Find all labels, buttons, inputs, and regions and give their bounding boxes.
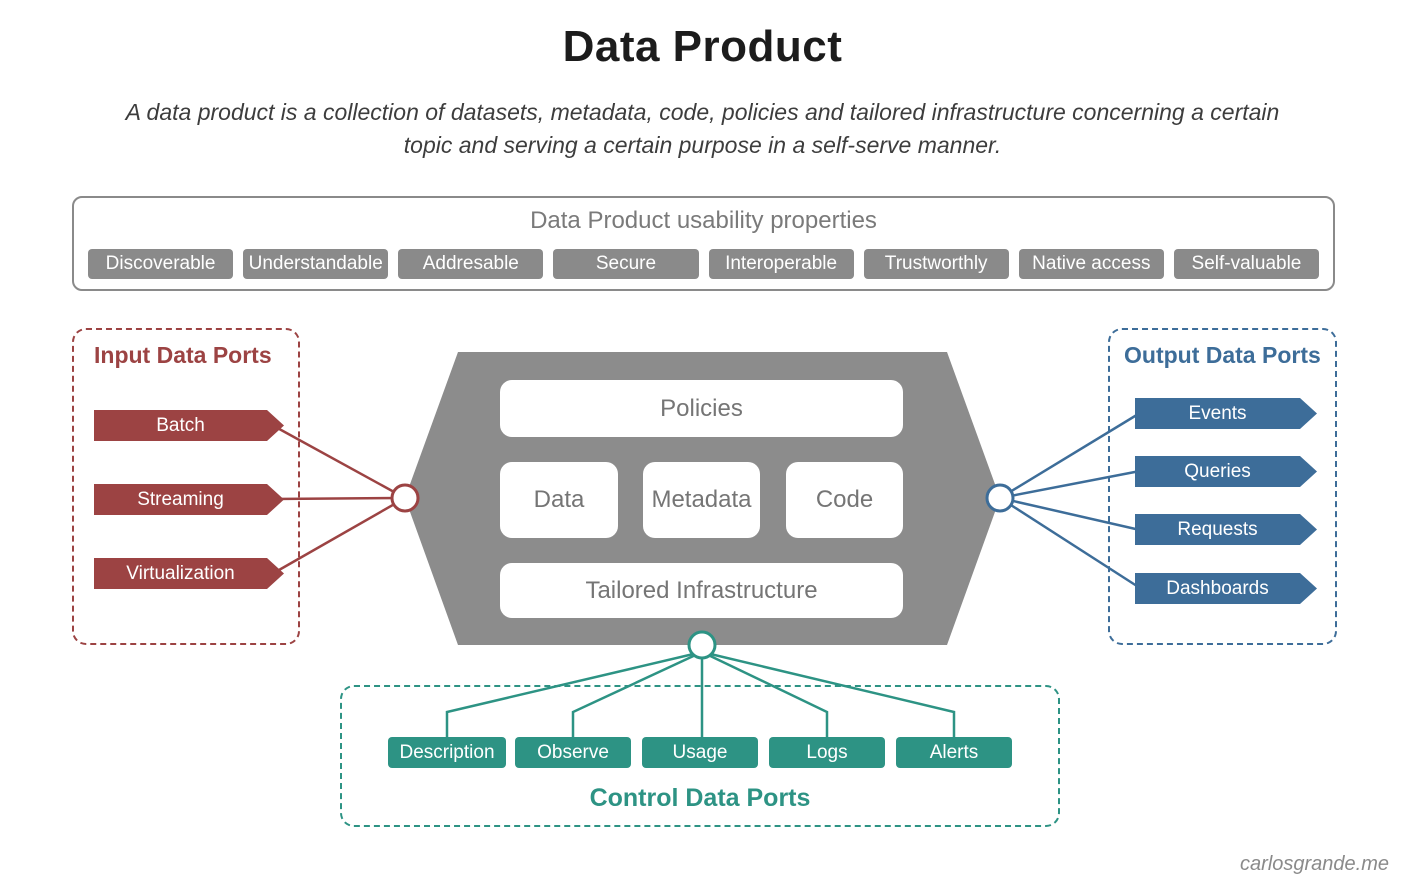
credit-text: carlosgrande.me — [1240, 853, 1389, 875]
hexagon-card-data: Data — [500, 462, 618, 538]
control-connector-logs — [701, 650, 829, 740]
control-port-logs: Logs — [769, 737, 885, 768]
usability-item-interoperable: Interoperable — [708, 249, 854, 279]
input-port-streaming: Streaming — [94, 484, 284, 515]
input-data-ports-title: Input Data Ports — [94, 342, 272, 368]
input-port-virtualization: Virtualization — [94, 558, 284, 589]
output-data-ports-title: Output Data Ports — [1124, 342, 1321, 368]
output-port-node — [985, 483, 1015, 513]
control-port-node — [687, 630, 717, 660]
hexagon-card-code: Code — [786, 462, 903, 538]
input-connector-streaming — [271, 496, 406, 501]
output-port-queries: Queries — [1135, 456, 1317, 487]
output-port-events: Events — [1135, 398, 1317, 429]
usability-item-native-access: Native access — [1018, 249, 1164, 279]
output-port-dashboards: Dashboards — [1135, 573, 1317, 604]
control-connector-alerts — [701, 650, 956, 740]
control-connector-observe — [571, 650, 703, 740]
subtitle: A data product is a collection of datase… — [125, 99, 1280, 159]
usability-item-self-valuable: Self-valuable — [1173, 249, 1319, 279]
control-port-usage: Usage — [642, 737, 758, 768]
control-data-ports-panel — [340, 685, 1060, 827]
control-port-alerts: Alerts — [896, 737, 1012, 768]
control-port-description: Description — [388, 737, 506, 768]
input-connector-batch — [271, 423, 406, 500]
usability-properties-panel: Data Product usability properties Discov… — [72, 196, 1335, 291]
usability-item-trustworthly: Trustworthly — [863, 249, 1009, 279]
output-connector-requests — [999, 496, 1141, 532]
hexagon-card-policies: Policies — [500, 380, 903, 437]
output-connector-events — [999, 411, 1141, 500]
input-data-ports-panel — [72, 328, 300, 645]
usability-item-understandable: Understandable — [243, 249, 389, 279]
input-port-batch: Batch — [94, 410, 284, 441]
control-connector-description — [445, 650, 703, 740]
usability-item-addresable: Addresable — [398, 249, 544, 279]
control-port-observe: Observe — [515, 737, 631, 768]
input-port-node — [390, 483, 420, 513]
usability-items-row: Discoverable Understandable Addresable S… — [88, 249, 1319, 279]
output-port-requests: Requests — [1135, 514, 1317, 545]
control-data-ports-title: Control Data Ports — [589, 784, 811, 812]
hexagon-card-tailored-infrastructure: Tailored Infrastructure — [500, 563, 903, 618]
output-connector-dashboards — [999, 496, 1141, 590]
page-title: Data Product — [562, 22, 843, 71]
output-data-ports-panel — [1108, 328, 1337, 645]
input-connector-virtualization — [271, 496, 406, 576]
hexagon-card-metadata: Metadata — [643, 462, 760, 538]
usability-item-discoverable: Discoverable — [88, 249, 234, 279]
output-connector-queries — [999, 469, 1141, 500]
usability-panel-title: Data Product usability properties — [530, 207, 877, 234]
usability-item-secure: Secure — [553, 249, 699, 279]
